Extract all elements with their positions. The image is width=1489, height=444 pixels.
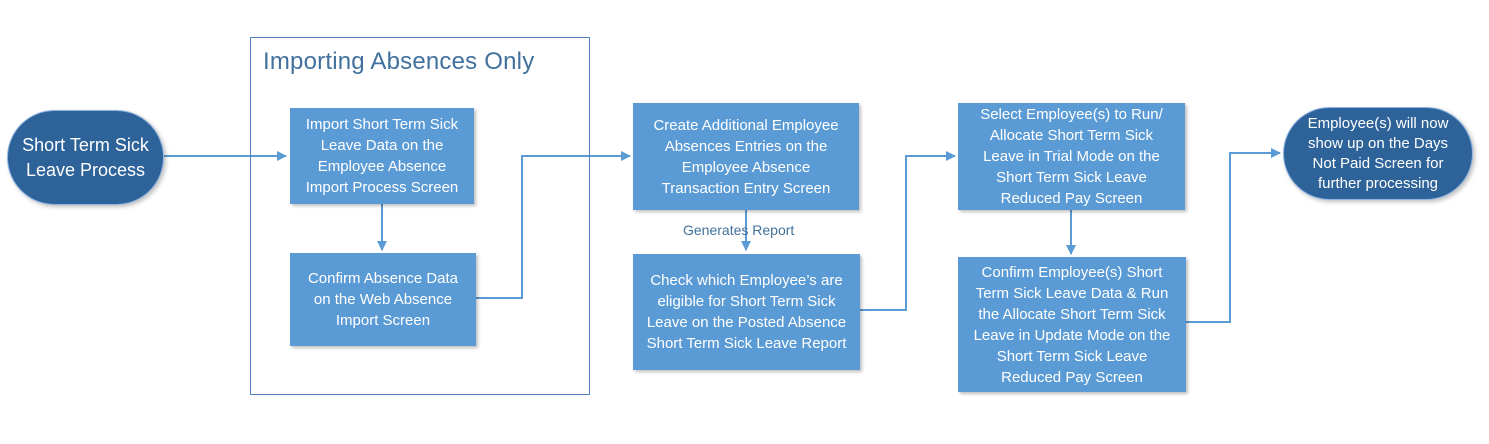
node-line: Short Term Sick Leave <box>996 347 1148 365</box>
node-line: Create Additional Employee <box>653 116 839 134</box>
edge-label-generates-report: Generates Report <box>683 222 795 238</box>
end-line: Not Paid Screen for <box>1312 154 1444 172</box>
start-terminal: Short Term Sick Leave Process <box>7 110 164 205</box>
node-line: Select Employee(s) to Run/ <box>980 106 1163 123</box>
arrow-confirm-update-to-end <box>1186 148 1281 323</box>
node-line: eligible for Short Term Sick <box>657 293 836 310</box>
node-line: the Allocate Short Term Sick <box>978 305 1166 323</box>
node-line: Absences Entries on the <box>664 137 828 155</box>
node-select-employees-trial-mode: Select Employee(s) to Run/ Allocate Shor… <box>958 103 1185 210</box>
end-text: Employee(s) will now show up on the Days… <box>1308 114 1449 194</box>
end-line: Employee(s) will now <box>1307 114 1449 132</box>
node-confirm-absence-data: Confirm Absence Data on the Web Absence … <box>290 253 476 346</box>
node-line: on the Web Absence <box>313 291 453 308</box>
node-line: Employee Absence <box>681 158 811 176</box>
node-line: Leave Data on the <box>320 137 444 154</box>
node-line: Check which Employee’s are <box>650 272 843 289</box>
node-line: Employee Absence <box>317 158 447 175</box>
arrow-confirm-to-create <box>476 151 631 299</box>
node-check-eligible-employees: Check which Employee’s are eligible for … <box>633 254 860 370</box>
node-line: Confirm Employee(s) Short <box>981 263 1163 281</box>
node-line: Transaction Entry Screen <box>661 179 831 197</box>
node-line: Leave in Update Mode on the <box>973 326 1171 344</box>
node-line: Import Process Screen <box>305 179 459 196</box>
node-line: Short Term Sick Leave <box>996 169 1147 186</box>
arrow-check-to-select <box>860 151 956 311</box>
node-line: Import Short Term Sick <box>305 116 459 133</box>
node-line: Reduced Pay Screen <box>1000 190 1143 207</box>
end-line: further processing <box>1317 174 1439 192</box>
node-line: Allocate Short Term Sick <box>989 127 1154 144</box>
end-line: show up on the Days <box>1307 134 1449 152</box>
node-create-additional-entries: Create Additional Employee Absences Entr… <box>633 103 859 210</box>
start-line: Leave Process <box>25 159 146 180</box>
node-line: Confirm Absence Data <box>307 270 459 287</box>
group-frame-importing-absences <box>250 37 590 395</box>
node-line: Leave in Trial Mode on the <box>983 148 1160 165</box>
node-line: Term Sick Leave Data & Run <box>975 284 1169 302</box>
end-terminal: Employee(s) will now show up on the Days… <box>1283 107 1473 200</box>
node-line: Import Screen <box>335 312 431 329</box>
node-line: Leave on the Posted Absence <box>646 314 847 331</box>
node-line: Short Term Sick Leave Report <box>646 335 847 352</box>
group-title: Importing Absences Only <box>263 48 535 75</box>
node-line: Reduced Pay Screen <box>1001 368 1143 386</box>
node-confirm-update-mode: Confirm Employee(s) Short Term Sick Leav… <box>958 257 1186 392</box>
start-text: Short Term Sick Leave Process <box>22 133 149 183</box>
start-line: Short Term Sick <box>22 134 149 155</box>
node-import-short-term-sick-leave: Import Short Term Sick Leave Data on the… <box>290 108 474 204</box>
